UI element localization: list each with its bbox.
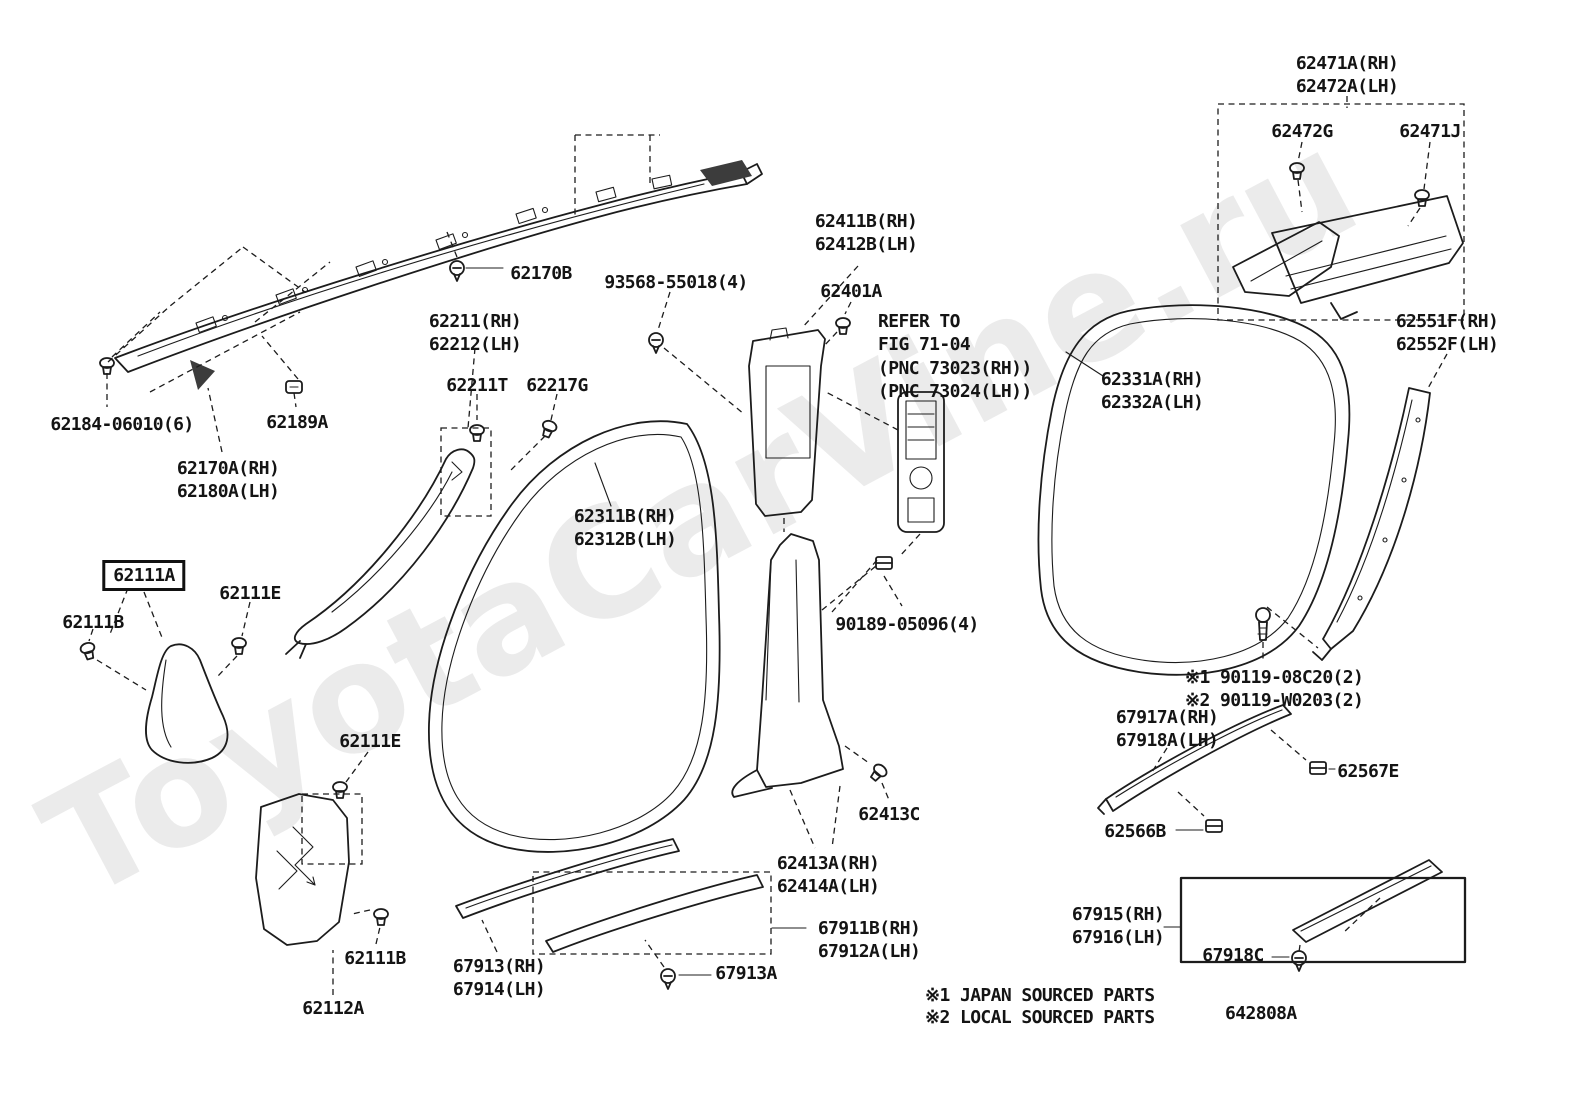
rear-sill-strip-drawing bbox=[1097, 704, 1292, 815]
part-label-62401A[interactable]: 62401A bbox=[820, 281, 882, 302]
part-label-62111B-2[interactable]: 62111B bbox=[344, 948, 406, 969]
part-label-62331A-62332A[interactable]: 62331A(RH) 62332A(LH) bbox=[1100, 369, 1204, 414]
part-label-67913A[interactable]: 67913A bbox=[715, 963, 777, 984]
rear-pillar-garnish-drawing bbox=[1232, 195, 1464, 320]
part-label-62311B-62312B[interactable]: 62311B(RH) 62312B(LH) bbox=[573, 506, 677, 551]
part-label-67913-67914[interactable]: 67913(RH) 67914(LH) bbox=[452, 956, 546, 1001]
front-door-opening-trim-drawing bbox=[428, 420, 721, 853]
part-label-62184-06010[interactable]: 62184-06010(6) bbox=[50, 414, 194, 435]
front-pillar-garnish-drawing bbox=[285, 448, 476, 659]
part-label-62567E[interactable]: 62567E bbox=[1337, 761, 1399, 782]
legend-local-sourced: ※2 LOCAL SOURCED PARTS bbox=[925, 1007, 1155, 1028]
part-label-67918C[interactable]: 67918C bbox=[1202, 945, 1264, 966]
bolt-drawing bbox=[1255, 607, 1271, 641]
part-label-62170B[interactable]: 62170B bbox=[510, 263, 572, 284]
part-label-90189-05096[interactable]: 90189-05096(4) bbox=[835, 614, 979, 635]
part-label-62217G[interactable]: 62217G bbox=[526, 375, 588, 396]
part-label-62471A-62472A[interactable]: 62471A(RH) 62472A(LH) bbox=[1295, 53, 1399, 98]
refer-to-note: REFER TO FIG 71-04 (PNC 73023(RH)) (PNC … bbox=[878, 311, 1032, 403]
part-label-62111E[interactable]: 62111E bbox=[219, 583, 281, 604]
front-pillar-lower-garnish-drawing bbox=[255, 793, 350, 946]
part-label-62211-62212[interactable]: 62211(RH) 62212(LH) bbox=[428, 311, 522, 356]
part-label-62566B[interactable]: 62566B bbox=[1104, 821, 1166, 842]
cowl-side-trim-drawing bbox=[145, 643, 229, 764]
front-scuff-plates-drawing bbox=[455, 838, 764, 953]
center-pillar-lower-garnish-drawing bbox=[731, 533, 844, 798]
part-label-62111E-2[interactable]: 62111E bbox=[339, 731, 401, 752]
part-label-62111B[interactable]: 62111B bbox=[62, 612, 124, 633]
part-label-62471J[interactable]: 62471J bbox=[1399, 121, 1461, 142]
part-label-62413C[interactable]: 62413C bbox=[858, 804, 920, 825]
part-label-90119-bolts[interactable]: ※1 90119-08C20(2) ※2 90119-W0203(2) bbox=[1185, 667, 1364, 712]
part-label-62189A[interactable]: 62189A bbox=[266, 412, 328, 433]
part-label-62411B-62412B[interactable]: 62411B(RH) 62412B(LH) bbox=[814, 211, 918, 256]
part-label-93568-55018[interactable]: 93568-55018(4) bbox=[604, 272, 748, 293]
roof-side-rail-drawing bbox=[114, 160, 763, 390]
rear-door-opening-trim-drawing bbox=[1037, 304, 1351, 676]
part-label-62111A-selected[interactable]: 62111A bbox=[102, 560, 186, 592]
part-label-62472G[interactable]: 62472G bbox=[1271, 121, 1333, 142]
center-pillar-upper-garnish-drawing bbox=[748, 327, 826, 517]
dashed-reference-lines bbox=[88, 96, 1465, 995]
part-label-67915-67916[interactable]: 67915(RH) 67916(LH) bbox=[1071, 904, 1165, 949]
part-label-62551F-62552F[interactable]: 62551F(RH) 62552F(LH) bbox=[1395, 311, 1499, 356]
part-label-67917A-67918A[interactable]: 67917A(RH) 67918A(LH) bbox=[1115, 707, 1219, 752]
part-label-62211T[interactable]: 62211T bbox=[446, 375, 508, 396]
part-label-62413A-62414A[interactable]: 62413A(RH) 62414A(LH) bbox=[776, 853, 880, 898]
part-label-62170A-62180A[interactable]: 62170A(RH) 62180A(LH) bbox=[176, 458, 280, 503]
legend-japan-sourced: ※1 JAPAN SOURCED PARTS bbox=[925, 985, 1155, 1006]
part-label-67911B-67912A[interactable]: 67911B(RH) 67912A(LH) bbox=[817, 918, 921, 963]
clips-and-grommets bbox=[78, 162, 1430, 990]
rear-scuff-box-drawing bbox=[1179, 859, 1467, 964]
leader-lines bbox=[465, 267, 1336, 976]
part-label-62112A[interactable]: 62112A bbox=[302, 998, 364, 1019]
figure-code: 642808A bbox=[1225, 1003, 1297, 1024]
refer-to-part-drawing bbox=[897, 391, 945, 533]
rear-quarter-strip-drawing bbox=[1312, 387, 1431, 661]
